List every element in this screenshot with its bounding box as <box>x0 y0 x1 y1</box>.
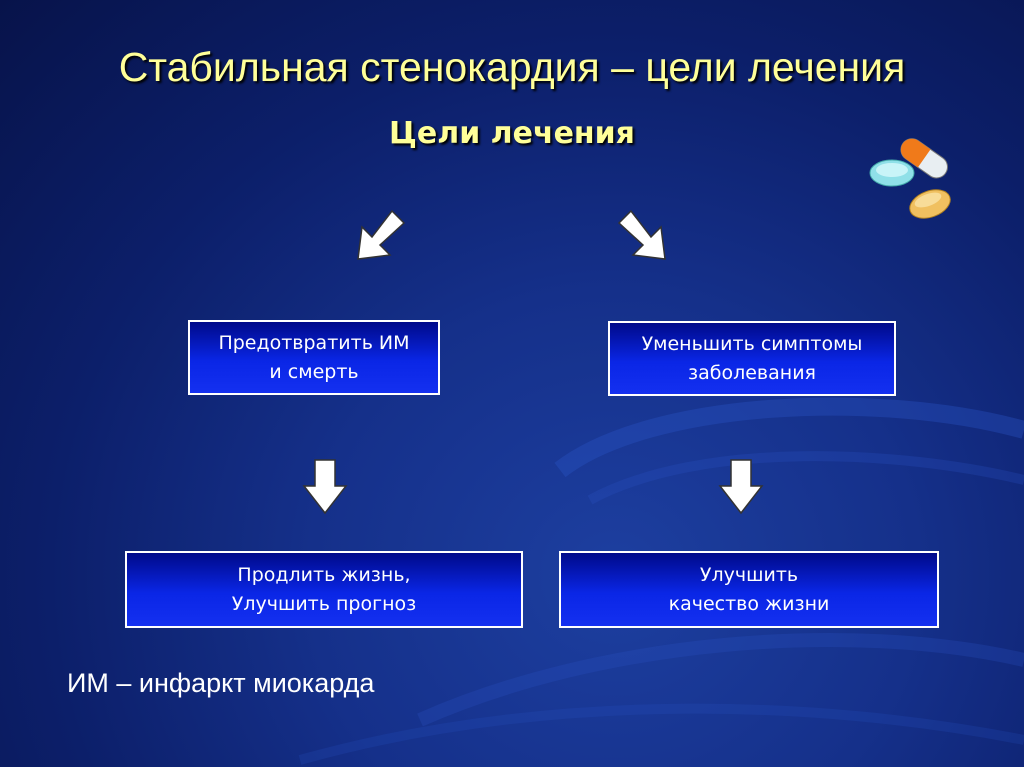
arrow-down-left-icon <box>357 209 406 260</box>
box-line: Уменьшить симптомы <box>641 332 863 355</box>
pills-icon <box>869 138 951 219</box>
goal-prolong-life-box: Продлить жизнь, Улучшить прогноз <box>125 551 523 628</box>
box-line: заболевания <box>688 361 816 384</box>
goal-improve-quality-box: Улучшить качество жизни <box>559 551 939 628</box>
arrow-down-icon <box>718 459 764 515</box>
footnote: ИМ – инфаркт миокарда <box>67 668 375 698</box>
box-line: Улучшить <box>699 563 799 586</box>
box-line: качество жизни <box>668 592 830 615</box>
slide-subtitle: Цели лечения <box>389 116 635 151</box>
box-line: Продлить жизнь, <box>237 563 411 586</box>
box-line: Улучшить прогноз <box>231 592 417 615</box>
arrow-down-right-icon <box>617 209 666 260</box>
slide-title: Стабильная стенокардия – цели лечения <box>118 44 906 90</box>
goal-reduce-symptoms-box: Уменьшить симптомы заболевания <box>608 321 896 396</box>
goal-prevent-mi-box: Предотвратить ИМ и смерть <box>188 320 440 395</box>
box-line: и смерть <box>269 360 359 383</box>
box-line: Предотвратить ИМ <box>218 331 410 354</box>
arrow-down-icon <box>302 459 348 515</box>
